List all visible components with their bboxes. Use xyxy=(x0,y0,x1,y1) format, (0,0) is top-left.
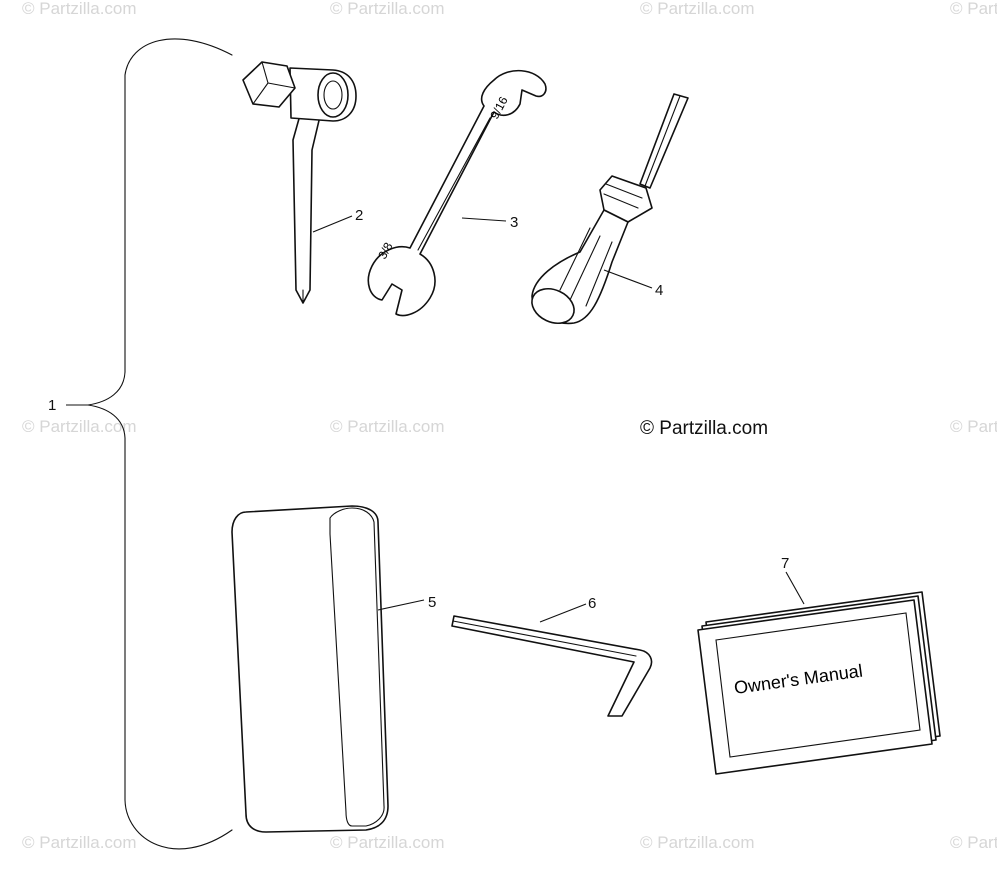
callout-4: 4 xyxy=(655,282,663,299)
owners-manual-book: Owner's Manual 7 xyxy=(697,555,941,775)
watermark-text: © Partzilla.com xyxy=(950,417,997,436)
watermark-text: © Partzilla.com xyxy=(330,0,445,18)
leader-line-6 xyxy=(539,603,587,623)
watermark-text: © Partzilla.com xyxy=(22,417,137,436)
leader-line-2 xyxy=(312,215,353,233)
watermark-layer: © Partzilla.com © Partzilla.com © Partzi… xyxy=(22,0,997,852)
tool-pouch: 5 xyxy=(231,505,436,833)
screwdriver: 4 xyxy=(531,93,689,325)
callout-2: 2 xyxy=(355,207,363,224)
callout-6: 6 xyxy=(588,595,596,612)
open-end-wrench: 9/16 3/8 3 xyxy=(367,69,547,317)
callout-3: 3 xyxy=(510,214,518,231)
watermark-text: © Partzilla.com xyxy=(640,833,755,852)
brace-bracket: 1 xyxy=(48,38,233,850)
spark-plug-socket-wrench: 2 xyxy=(242,61,363,304)
callout-5: 5 xyxy=(428,594,436,611)
leader-line-4 xyxy=(603,269,653,289)
watermark-text: © Partzilla.com xyxy=(330,833,445,852)
copyright-label: © Partzilla.com xyxy=(640,418,768,439)
watermark-text: © Partzilla.com xyxy=(950,833,997,852)
leader-line-3 xyxy=(461,217,507,222)
watermark-text: © Partzilla.com xyxy=(22,833,137,852)
watermark-text: © Partzilla.com xyxy=(640,0,755,18)
hex-key: 6 xyxy=(451,595,653,717)
leader-line-7 xyxy=(785,571,805,605)
watermark-text: © Partzilla.com xyxy=(950,0,997,18)
watermark-text: © Partzilla.com xyxy=(330,417,445,436)
leader-line-5 xyxy=(377,599,425,611)
watermark-text: © Partzilla.com xyxy=(22,0,137,18)
callout-7: 7 xyxy=(781,555,789,572)
callout-1: 1 xyxy=(48,397,56,414)
